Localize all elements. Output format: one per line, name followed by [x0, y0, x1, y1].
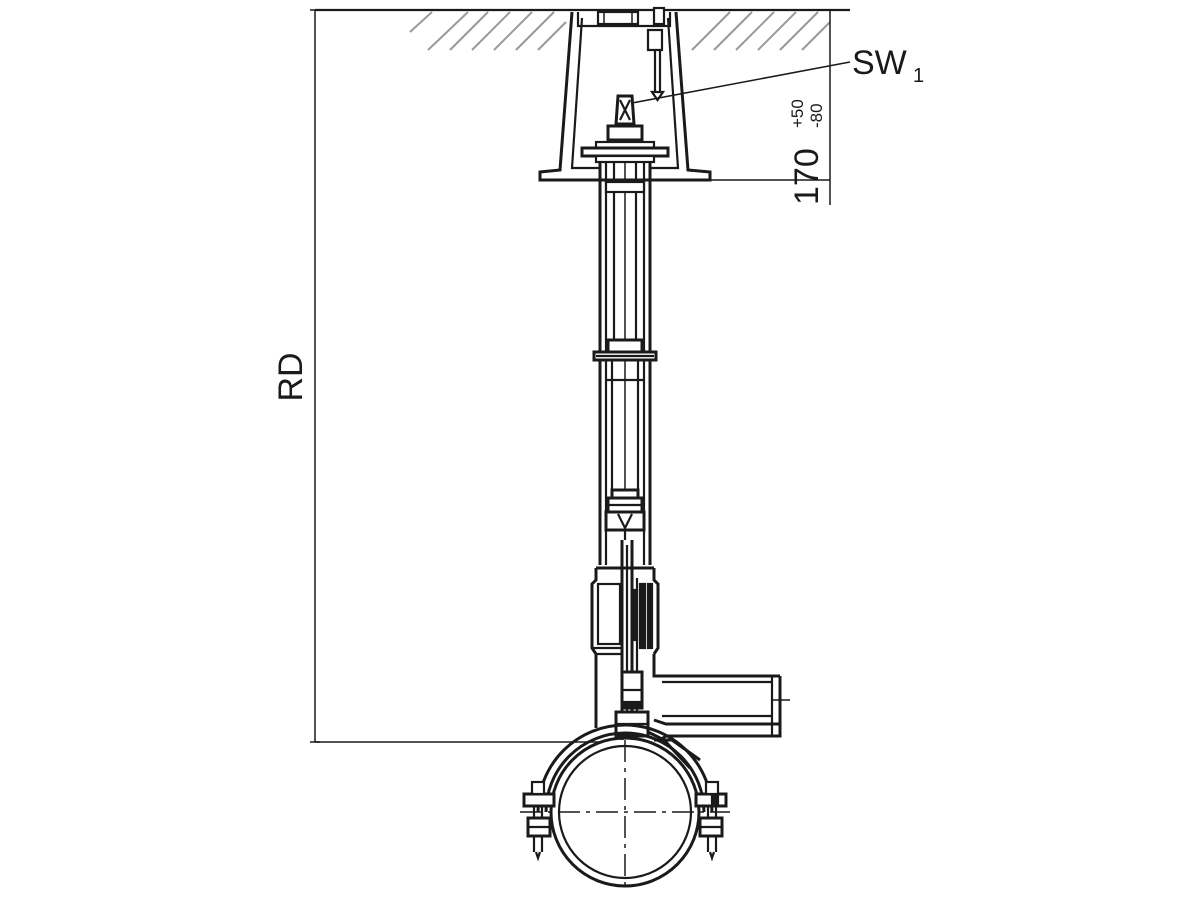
- telescopic-stem-upper: [598, 162, 652, 352]
- valve-body: [614, 654, 790, 770]
- sw1-label-main: SW: [852, 44, 907, 82]
- right-clamp-bolt: [694, 780, 728, 862]
- ground-surface: [315, 8, 850, 51]
- stem-coupling: [592, 338, 658, 362]
- tolerance-minus: -80: [807, 103, 826, 128]
- depth-dimension-text: 170: [788, 148, 826, 205]
- valve-bonnet: [590, 540, 660, 740]
- ground-hatching: [409, 11, 831, 51]
- sw1-label-sub: 1: [913, 65, 924, 87]
- depth-dimension: 170 +50 -80: [700, 10, 831, 205]
- sw1-callout: SW 1: [631, 44, 924, 104]
- main-pipe: [520, 723, 730, 892]
- left-clamp-bolt: [522, 780, 556, 862]
- depth-dimension-value: 170: [788, 148, 826, 205]
- spindle-cap: [580, 94, 670, 164]
- tolerance-plus: +50: [788, 99, 807, 128]
- rd-label: RD: [272, 352, 310, 401]
- spindle-coupling: [604, 488, 646, 540]
- rd-dimension: RD: [272, 9, 600, 743]
